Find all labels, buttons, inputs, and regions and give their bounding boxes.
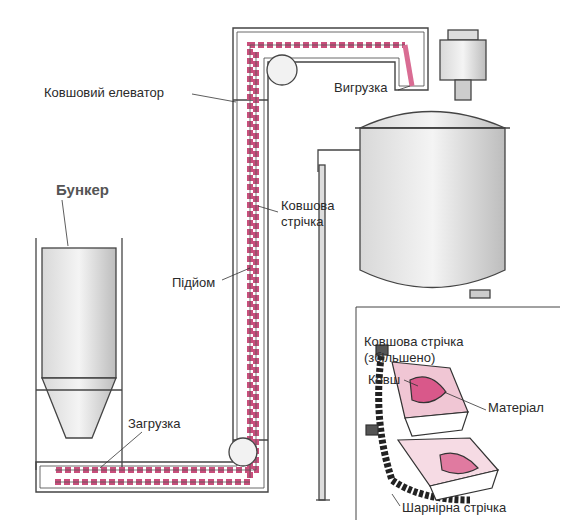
bucket-detail <box>366 345 498 500</box>
part-label: Ковшова стрічка <box>281 198 351 230</box>
pulley <box>229 55 297 466</box>
part-label: Шарнірна стрічка <box>402 500 552 516</box>
part-label: Матеріал <box>488 400 563 416</box>
vessel <box>316 30 510 500</box>
part-label: Загрузка <box>128 416 208 432</box>
part-label: Ковшова стрічка (збільшено) <box>364 334 484 366</box>
bucket-chain <box>55 45 412 482</box>
part-label: Підйом <box>172 275 232 291</box>
part-label: Бункер <box>56 182 136 198</box>
leader-line <box>62 86 486 506</box>
part-label: Ковшовий елеватор <box>44 85 204 101</box>
part-label: Вигрузка <box>334 80 414 96</box>
part-label: Ковш <box>368 372 418 388</box>
hopper <box>36 238 122 470</box>
